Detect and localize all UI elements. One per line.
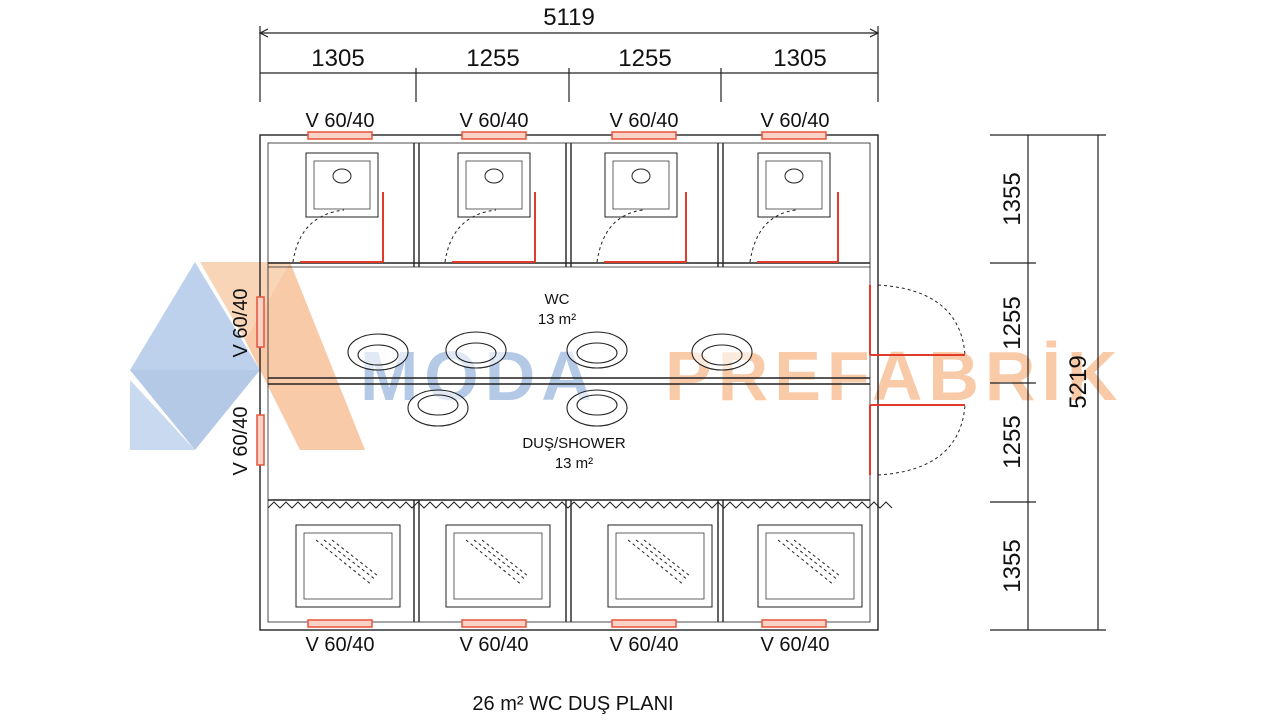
room-area-shower: 13 m²: [555, 455, 593, 472]
room-area-wc: 13 m²: [538, 311, 576, 328]
window-label-bottom-2: V 60/40: [460, 634, 529, 656]
window-label-bottom-4: V 60/40: [761, 634, 830, 656]
window-marks: [256, 131, 827, 628]
plan-title: 26 m² WC DUŞ PLANI: [472, 693, 673, 715]
dim-right-seg-3: 1255: [999, 415, 1026, 468]
dim-top-seg-3: 1255: [618, 45, 671, 72]
wc-cubicles: [292, 152, 839, 263]
dim-overall-width: 5119: [543, 4, 595, 31]
shower-tray-2: [445, 524, 551, 608]
window-label-top-4: V 60/40: [761, 110, 830, 132]
room-labels: WC 13 m² DUŞ/SHOWER 13 m²: [522, 291, 626, 472]
window-labels: V 60/40 V 60/40 V 60/40 V 60/40 V 60/40 …: [230, 110, 829, 656]
entrance-doors: [869, 284, 966, 476]
dim-top-seg-4: 1305: [773, 45, 826, 72]
sinks: [347, 331, 753, 427]
toilet-cubicle-4: [749, 152, 839, 263]
shower-cubicles: [295, 524, 863, 608]
dim-top-seg-2: 1255: [466, 45, 519, 72]
watermark-logo-triangles: [130, 262, 365, 450]
toilet-cubicle-3: [596, 152, 687, 263]
window-label-bottom-1: V 60/40: [306, 634, 375, 656]
shower-curtain-line: [267, 501, 893, 509]
toilet-cubicle-1: [292, 152, 384, 263]
dimension-labels: 5119 1305 1255 1255 1305 5219 1355 1255 …: [311, 4, 1092, 593]
window-label-top-3: V 60/40: [610, 110, 679, 132]
window-label-top-2: V 60/40: [460, 110, 529, 132]
dim-top-seg-1: 1305: [311, 45, 364, 72]
shower-tray-1: [295, 524, 401, 608]
room-label-wc: WC: [545, 291, 570, 308]
dim-overall-height: 5219: [1065, 355, 1092, 408]
dim-right-seg-4: 1355: [999, 539, 1026, 592]
shower-tray-4: [757, 524, 863, 608]
dimension-lines: [258, 26, 1106, 631]
window-label-left-2: V 60/40: [230, 407, 252, 476]
toilet-cubicle-2: [444, 152, 536, 263]
window-label-left-1: V 60/40: [230, 289, 252, 358]
shower-tray-3: [607, 524, 713, 608]
dim-right-seg-2: 1255: [999, 296, 1026, 349]
room-label-shower: DUŞ/SHOWER: [522, 435, 626, 452]
window-label-bottom-3: V 60/40: [610, 634, 679, 656]
window-label-top-1: V 60/40: [306, 110, 375, 132]
dim-right-seg-1: 1355: [999, 172, 1026, 225]
watermark: MODA PREFABRİK: [130, 262, 1117, 450]
